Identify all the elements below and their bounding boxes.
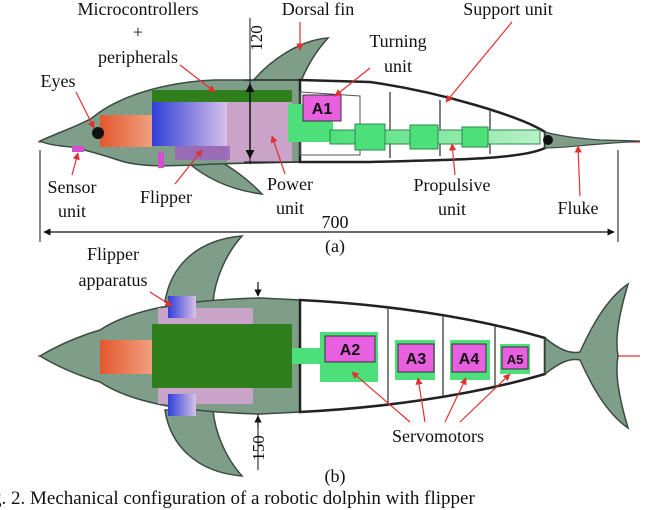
arrow-support-unit bbox=[445, 21, 513, 103]
turning-label: Turning bbox=[369, 31, 426, 51]
servo-a2 bbox=[324, 335, 376, 363]
dorsal-fin-shape bbox=[250, 37, 330, 85]
sensor-pad bbox=[72, 146, 84, 152]
turning-unit-label: unit bbox=[384, 56, 412, 76]
servo-a5 bbox=[501, 346, 529, 370]
arrow-fluke bbox=[574, 145, 582, 197]
flipper-drive bbox=[175, 146, 230, 160]
flipper-pad bbox=[158, 152, 164, 168]
propulsive-joint bbox=[354, 123, 386, 151]
arrow-servo-a3 bbox=[415, 377, 426, 423]
flipper-apparatus-lower bbox=[168, 394, 196, 416]
top-controller-block bbox=[152, 324, 292, 388]
propulsive-joint bbox=[461, 126, 489, 148]
servomotors-label: Servomotors bbox=[392, 426, 484, 446]
width-dim-label: 150 bbox=[249, 435, 268, 461]
arrow-servo-a2 bbox=[351, 371, 411, 423]
flipper-apparatus-label-2: apparatus bbox=[79, 270, 148, 290]
eyes-label: Eyes bbox=[41, 71, 76, 91]
controller-board bbox=[152, 90, 292, 102]
top-flipper-upper bbox=[164, 235, 244, 303]
top-fluke-shape bbox=[544, 282, 630, 430]
top-link bbox=[292, 348, 322, 364]
servo-a1-label: A1 bbox=[312, 101, 333, 118]
arrow-turning-unit bbox=[334, 67, 371, 97]
arrow-sensor-unit bbox=[71, 152, 80, 176]
top-flipper-lower bbox=[164, 409, 244, 477]
servo-a5-label: A5 bbox=[507, 352, 524, 367]
propulsive-unit-label: unit bbox=[438, 199, 466, 219]
arrow-eyes bbox=[75, 91, 95, 129]
arrow-servo-a4 bbox=[444, 377, 467, 423]
plus-label: + bbox=[133, 22, 143, 42]
dorsal-fin-label: Dorsal fin bbox=[282, 0, 354, 19]
arrow-servo-a5 bbox=[459, 373, 511, 423]
eye-dot bbox=[92, 127, 104, 139]
top-view: A2 A3 A4 A5 150 Flipper apparatus Servom… bbox=[38, 235, 640, 487]
tail-joint bbox=[543, 135, 553, 145]
flipper-label: Flipper bbox=[140, 187, 192, 207]
power-label: Power bbox=[267, 174, 313, 194]
top-sensor-block bbox=[100, 340, 152, 374]
length-dim-label: 700 bbox=[322, 212, 349, 232]
peripherals-label: peripherals bbox=[98, 47, 178, 67]
battery-pack bbox=[152, 102, 227, 146]
servo-a3-label: A3 bbox=[406, 351, 427, 368]
servo-a2-label: A2 bbox=[340, 342, 361, 359]
servo-a1 bbox=[302, 94, 342, 122]
side-fluke-shape bbox=[544, 131, 641, 149]
arrow-power-unit bbox=[270, 135, 286, 175]
figure-caption: g. 2. Mechanical configuration of a robo… bbox=[0, 488, 475, 509]
support-unit-label: Support unit bbox=[463, 0, 553, 19]
sensor-label: Sensor bbox=[48, 177, 97, 197]
view-a-label: (a) bbox=[325, 236, 345, 257]
fluke-label: Fluke bbox=[557, 198, 598, 218]
arrow-peripherals bbox=[179, 64, 216, 93]
servo-a4-label: A4 bbox=[459, 351, 480, 368]
flipper-apparatus-upper bbox=[168, 296, 196, 318]
power-unit-label: unit bbox=[276, 198, 304, 218]
arrow-flipper bbox=[174, 149, 203, 185]
microcontrollers-label: Microcontrollers bbox=[78, 0, 199, 19]
side-view: A1 120 700 Microcontrollers + peripheral… bbox=[38, 0, 641, 257]
propulsive-joint bbox=[409, 124, 439, 150]
arrow-propulsive-unit bbox=[449, 143, 457, 176]
sensor-unit-block bbox=[100, 115, 152, 147]
view-b-label: (b) bbox=[325, 466, 346, 487]
height-dim-label: 120 bbox=[247, 25, 266, 51]
flipper-apparatus-label: Flipper bbox=[87, 244, 139, 264]
servo-a3 bbox=[397, 343, 435, 373]
sensor-unit-label: unit bbox=[58, 201, 86, 221]
propulsive-label: Propulsive bbox=[413, 175, 490, 195]
arrow-flipper-apparatus bbox=[149, 291, 173, 307]
servo-a4 bbox=[451, 343, 487, 373]
power-unit-block bbox=[227, 102, 292, 162]
